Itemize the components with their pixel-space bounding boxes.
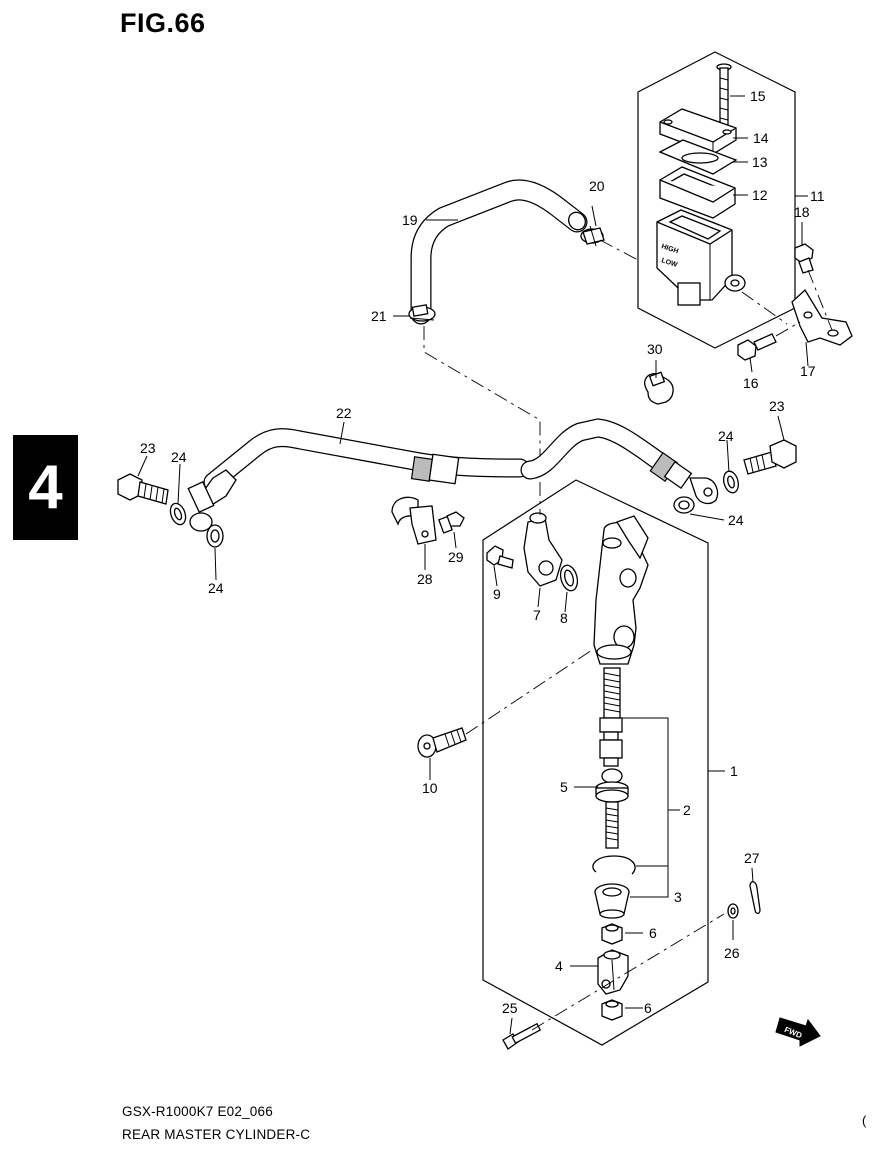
callout-16: 16 xyxy=(743,375,759,391)
hose-clamp-30 xyxy=(644,371,674,405)
pivot-bolt xyxy=(417,727,467,758)
brake-hose xyxy=(187,418,719,532)
cotter-pin xyxy=(749,881,761,915)
banjo-bolt-right xyxy=(743,439,797,475)
callout-24-right-bottom: 24 xyxy=(728,512,744,528)
pushrod-joint xyxy=(597,949,629,995)
callout-6-upper: 6 xyxy=(649,925,657,941)
nut-lower xyxy=(601,999,623,1021)
o-ring-hole xyxy=(563,569,575,587)
callout-10: 10 xyxy=(422,780,438,796)
callout-28: 28 xyxy=(417,571,433,587)
callout-24-left-bottom: 24 xyxy=(208,580,224,596)
callout-18: 18 xyxy=(794,204,810,220)
leader-lines xyxy=(137,95,809,1035)
reservoir-mount-bolt xyxy=(737,321,801,361)
assembly-name: REAR MASTER CYLINDER-C xyxy=(122,1127,311,1142)
callout-30: 30 xyxy=(647,341,663,357)
callout-12: 12 xyxy=(752,187,768,203)
callout-26: 26 xyxy=(724,945,740,961)
reservoir-diaphragm xyxy=(659,166,736,219)
reservoir-body: HIGH LOW xyxy=(656,209,746,306)
callout-17: 17 xyxy=(800,363,816,379)
callout-15: 15 xyxy=(750,88,766,104)
callout-27: 27 xyxy=(744,850,760,866)
hose-clip-20 xyxy=(580,225,605,247)
section-tab: 4 xyxy=(13,435,78,540)
clevis-pin xyxy=(502,1022,542,1050)
pushrod xyxy=(595,768,629,849)
washer-24c-hole xyxy=(727,475,735,489)
reservoir-bracket xyxy=(791,288,853,346)
reservoir-screw xyxy=(716,63,732,133)
callout-24-left-top: 24 xyxy=(171,449,187,465)
pin-washer-hole xyxy=(730,907,736,915)
callout-2: 2 xyxy=(683,802,691,818)
banjo-bolt-left xyxy=(117,473,169,505)
washer-24a-hole xyxy=(173,507,183,521)
model-code: GSX-R1000K7 E02_066 xyxy=(122,1104,273,1119)
pin-alignment-line xyxy=(531,913,725,1031)
hose-union xyxy=(523,512,563,587)
callout-6-lower: 6 xyxy=(644,1000,652,1016)
callout-numbers: 15 14 13 12 11 18 20 19 21 16 17 30 22 2… xyxy=(140,88,825,1016)
callout-22: 22 xyxy=(336,405,352,421)
washer-24d-hole xyxy=(678,500,690,510)
bolt-alignment-line xyxy=(465,649,593,735)
bracket-bolt xyxy=(794,243,833,331)
callout-13: 13 xyxy=(752,154,768,170)
callout-23-left: 23 xyxy=(140,440,156,456)
hose-to-cylinder-line xyxy=(423,326,541,460)
callout-23-right: 23 xyxy=(769,398,785,414)
callout-24-right-top: 24 xyxy=(718,428,734,444)
callout-8: 8 xyxy=(560,610,568,626)
piston-set xyxy=(599,717,623,767)
callout-20: 20 xyxy=(589,178,605,194)
reservoir-low-mark: LOW xyxy=(660,257,678,269)
corner-mark: ( xyxy=(862,1113,867,1128)
union-screw xyxy=(486,545,514,569)
figure-title: FIG.66 xyxy=(120,8,206,38)
callout-14: 14 xyxy=(753,130,769,146)
callout-9: 9 xyxy=(493,586,501,602)
circlip xyxy=(592,855,636,875)
reservoir-cap xyxy=(659,108,737,155)
clamp-screw xyxy=(438,511,465,534)
hose-clamp-28 xyxy=(391,496,437,545)
reservoir-hose xyxy=(410,179,588,325)
callout-21: 21 xyxy=(371,308,387,324)
hose-to-reservoir-line xyxy=(599,239,639,261)
callout-7: 7 xyxy=(533,607,541,623)
callout-29: 29 xyxy=(448,549,464,565)
callout-3: 3 xyxy=(674,889,682,905)
callout-1: 1 xyxy=(730,763,738,779)
master-cylinder-frame xyxy=(482,479,709,1046)
fwd-arrow-icon: FWD xyxy=(775,1017,821,1047)
hose-clip-21 xyxy=(408,304,436,322)
piston-spring xyxy=(603,667,621,719)
callout-4: 4 xyxy=(555,958,563,974)
callout-19: 19 xyxy=(402,212,418,228)
callout-11: 11 xyxy=(810,188,825,204)
callout-25: 25 xyxy=(502,1000,518,1016)
nut-upper xyxy=(601,923,623,945)
rubber-boot xyxy=(594,883,630,919)
washer-24b-hole xyxy=(210,529,220,543)
reservoir-plate xyxy=(658,139,738,175)
callout-5: 5 xyxy=(560,779,568,795)
reservoir-bolt-line xyxy=(741,291,788,325)
master-cylinder-body xyxy=(593,515,649,665)
